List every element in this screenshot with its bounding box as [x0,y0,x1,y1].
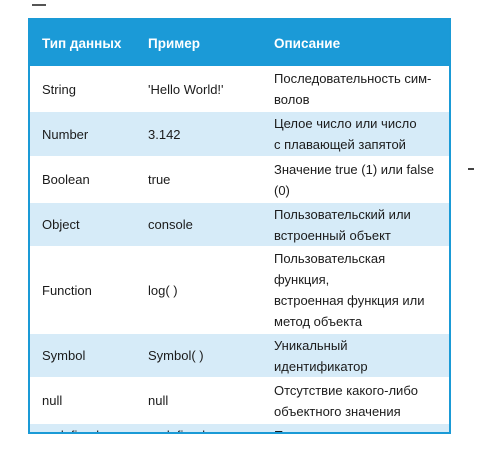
header-type: Тип данных [42,35,122,51]
cell-type: Symbol [30,332,136,378]
cell-description: Последовательность сим-волов [262,66,449,111]
table-row: Function log( ) Пользовательская функция… [30,246,449,333]
cell-type: undefined [30,422,136,432]
cell-example: 'Hello World!' [136,66,262,111]
header-example: Пример [148,35,200,51]
cell-example: log( ) [136,246,262,333]
header-row: Тип данных Пример Описание [30,20,449,67]
data-types-table-frame: Тип данных Пример Описание String 'Hello… [28,18,451,434]
data-types-table: Тип данных Пример Описание String 'Hello… [30,20,449,432]
cell-type: Object [30,201,136,247]
cell-type: String [30,66,136,111]
table-body: String 'Hello World!' Последовательность… [30,66,449,432]
table-header: Тип данных Пример Описание [30,20,449,67]
cell-type: Boolean [30,156,136,202]
cell-type: Number [30,110,136,157]
cell-example: undefined [136,422,262,432]
cell-example: true [136,156,262,202]
cell-description: Пользовательская функция,встроенная функ… [262,246,449,333]
cell-example: null [136,377,262,423]
cell-description: Пустое значение [262,422,449,432]
margin-mark [468,168,474,170]
cell-example: console [136,201,262,247]
cell-example: Symbol( ) [136,332,262,378]
cell-type: null [30,377,136,423]
page-fragment-mark [32,0,46,6]
table-row: undefined undefined Пустое значение [30,422,449,432]
header-description: Описание [274,35,341,51]
cell-description: Значение true (1) или false(0) [262,156,449,202]
cell-type: Function [30,246,136,333]
table-row: Boolean true Значение true (1) или false… [30,156,449,202]
table-row: String 'Hello World!' Последовательность… [30,66,449,111]
cell-example: 3.142 [136,110,262,157]
